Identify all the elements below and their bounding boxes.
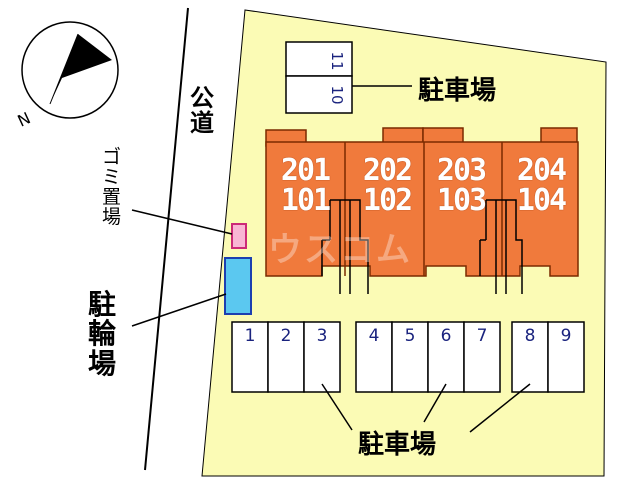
parking-space-2: 2 [280, 326, 292, 346]
parking-space-6: 6 [440, 326, 452, 346]
parking-space-1: 1 [244, 326, 256, 346]
parking-space-4: 4 [368, 326, 380, 346]
unit-1: 201 101 [280, 153, 331, 218]
unit-4: 204 104 [516, 153, 567, 218]
parking-bottom-label: 駐車場 [358, 430, 437, 460]
parking-space-8: 8 [524, 326, 536, 346]
unit-3: 203 103 [436, 153, 487, 218]
parking-slot-10: 10 [328, 85, 346, 105]
parking-group-1 [231, 321, 341, 393]
bicycle-label: 駐 輪 場 [88, 288, 117, 380]
parking-space-5: 5 [404, 326, 416, 346]
compass-icon [21, 21, 119, 119]
bicycle-area [224, 257, 252, 315]
parking-group-2 [355, 321, 501, 393]
parking-space-9: 9 [560, 326, 572, 346]
watermark: ウスコム [268, 230, 412, 270]
parking-top [285, 41, 412, 114]
parking-space-3: 3 [316, 326, 328, 346]
parking-space-7: 7 [476, 326, 488, 346]
garbage-area [231, 223, 247, 249]
unit-2: 202 102 [362, 153, 413, 218]
road-label: 公 道 [190, 84, 214, 138]
garbage-label: ゴ ミ 置 場 [102, 146, 122, 228]
parking-slot-11: 11 [328, 51, 346, 71]
apartment-building [265, 127, 579, 294]
parking-top-label: 駐車場 [418, 76, 497, 106]
road-edge [144, 7, 189, 471]
parking-group-3 [511, 321, 585, 393]
